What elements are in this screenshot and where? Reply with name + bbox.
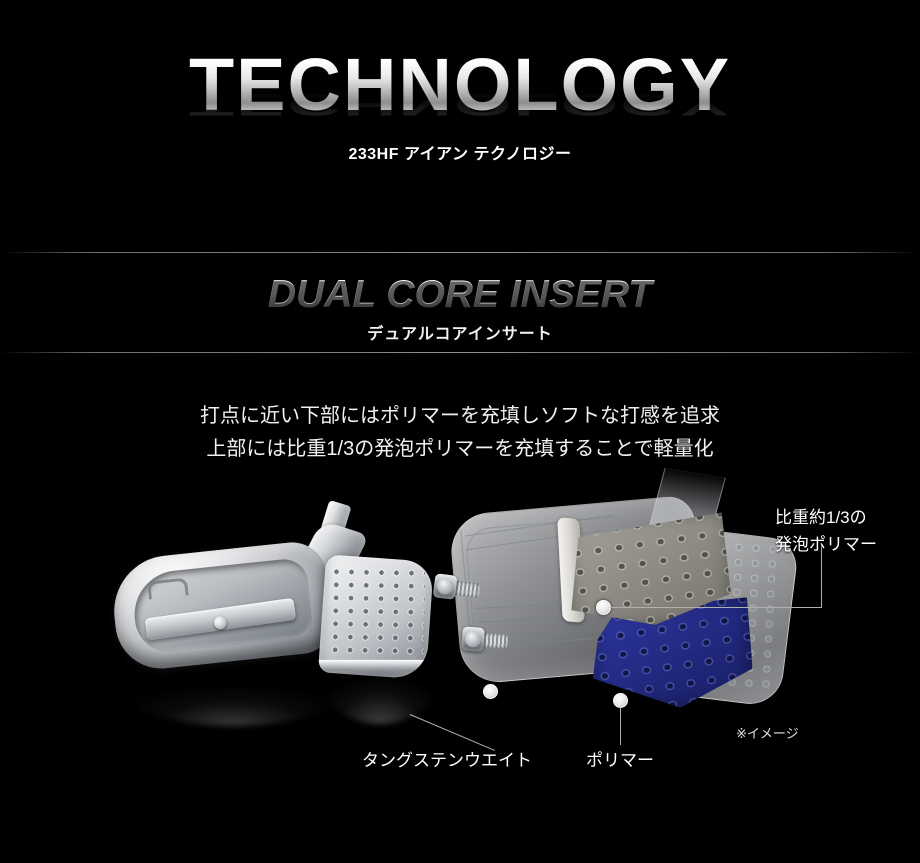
back-plate-reflection <box>320 678 440 724</box>
hero-subtitle: 233HF アイアン テクノロジー <box>348 146 572 163</box>
callout-leader-foam-horizontal <box>610 607 822 608</box>
club-head-photo <box>108 499 440 726</box>
callout-label-tungsten: タングステンウエイト <box>362 751 532 770</box>
club-head-cavity <box>130 556 314 655</box>
callout-dot-tungsten <box>483 684 498 699</box>
back-plate-dimple-pattern <box>327 565 426 661</box>
image-disclaimer-note: ※イメージ <box>736 726 799 741</box>
callout-label-foam-polymer: 比重約1/3の 発泡ポリマー <box>775 504 877 558</box>
weight-thread <box>481 632 509 649</box>
body-line-2: 上部には比重1/3の発泡ポリマーを充填することで軽量化 <box>206 438 714 460</box>
callout-label-foam-line-2: 発泡ポリマー <box>775 535 877 554</box>
body-copy: 打点に近い下部にはポリマーを充填しソフトな打感を追求 上部には比重1/3の発泡ポ… <box>0 400 920 466</box>
page-title: TECHNOLOGY <box>0 48 920 122</box>
body-line-1: 打点に近い下部にはポリマーを充填しソフトな打感を追求 <box>200 405 720 427</box>
section-header: DUAL CORE INSERT デュアルコアインサート <box>0 252 920 352</box>
club-head-body <box>108 539 335 673</box>
weight-thread <box>453 580 481 598</box>
callout-dot-foam <box>596 600 611 615</box>
weight-head <box>432 573 458 600</box>
callout-dot-polymer <box>613 693 628 708</box>
callout-leader-foam-vertical <box>821 545 822 608</box>
weight-head <box>461 626 485 652</box>
dimpled-back-plate <box>318 554 434 680</box>
divider-top <box>0 252 920 253</box>
cavity-notch <box>147 577 189 600</box>
divider-bottom <box>0 352 920 353</box>
club-head-reflection <box>118 686 348 726</box>
callout-label-foam-line-1: 比重約1/3の <box>775 508 867 527</box>
section-subtitle: デュアルコアインサート <box>367 326 553 343</box>
hero-section: TECHNOLOGY TECHNOLOGY 233HF アイアン テクノロジー <box>0 0 920 252</box>
tungsten-weight-upper <box>432 573 482 602</box>
section-title: DUAL CORE INSERT <box>0 275 920 314</box>
callout-leader-polymer <box>620 707 621 745</box>
tungsten-weight-lower <box>461 626 509 653</box>
callout-label-polymer: ポリマー <box>586 751 654 770</box>
back-plate-lip <box>318 659 427 670</box>
